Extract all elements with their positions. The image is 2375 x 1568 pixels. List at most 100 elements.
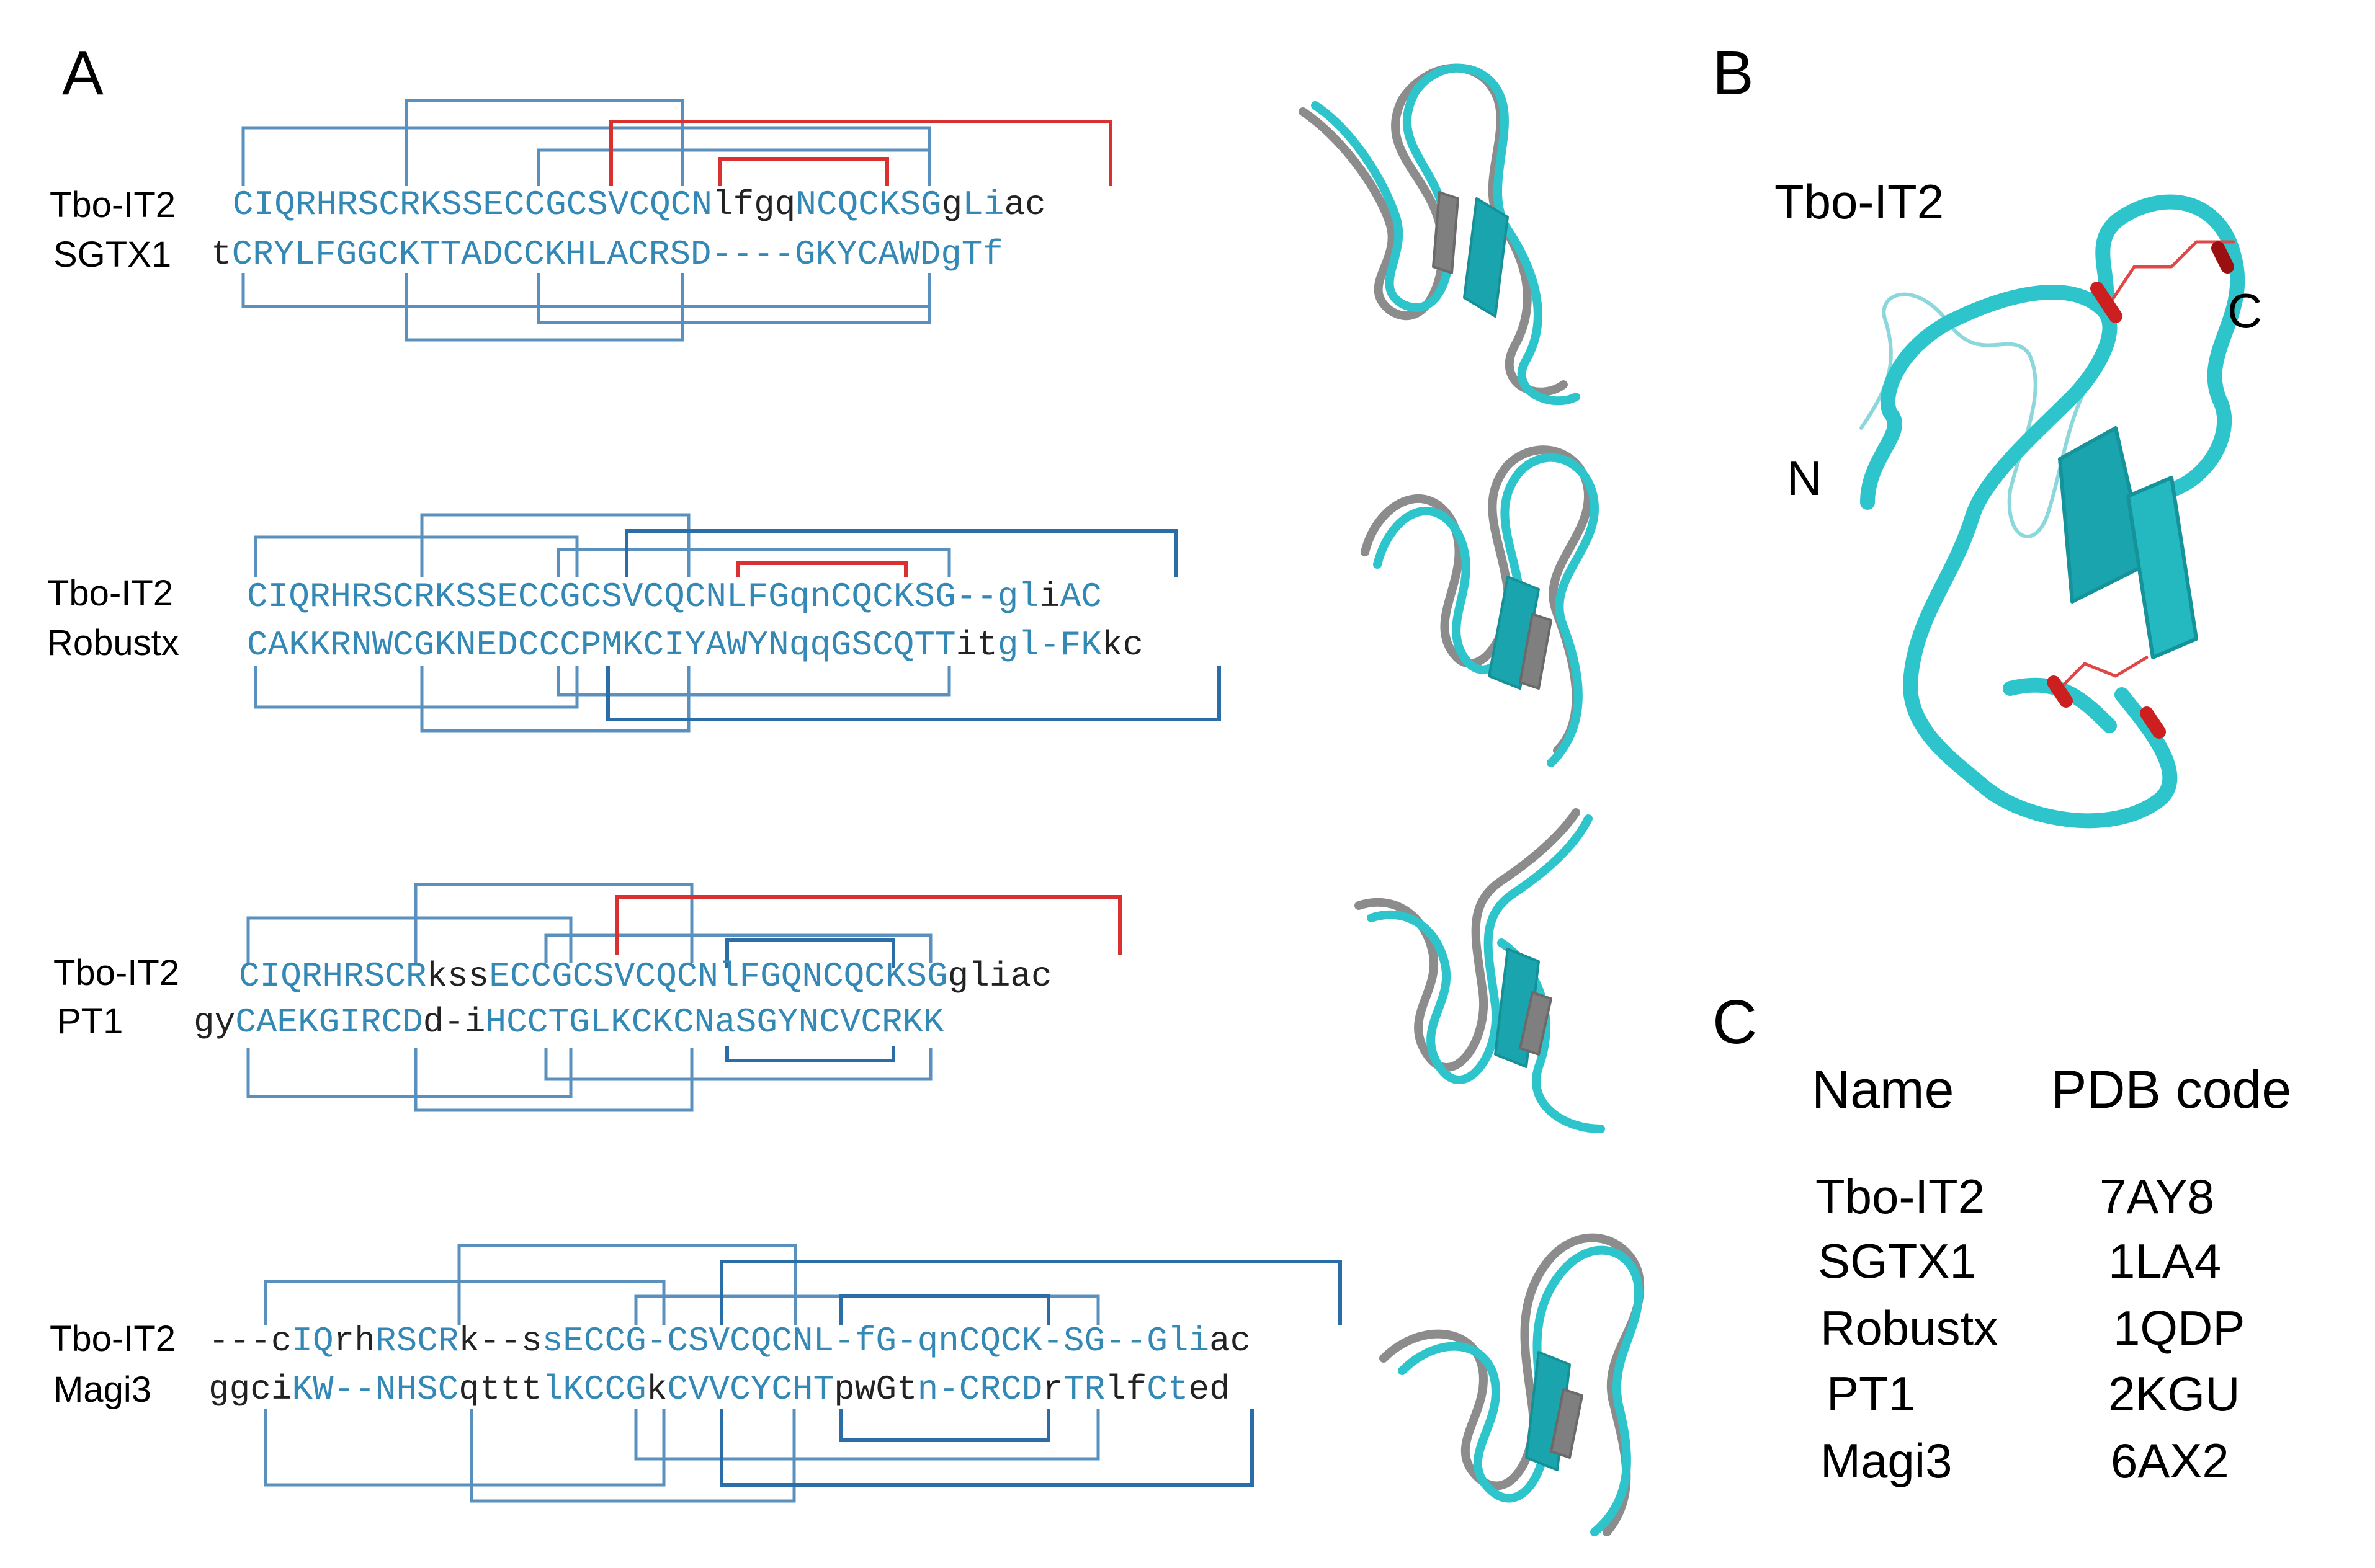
structure-overlay-2 <box>1361 445 1599 767</box>
table-header-name: Name <box>1812 1060 1954 1120</box>
alignment-2-sequence-bottom: CAKKRNWCGKNEDCCCPMKCIYAWYNqqGSCQTTitgl-F… <box>247 628 1143 662</box>
bracket-line <box>544 933 933 963</box>
sequence-segment: gy <box>194 1002 236 1042</box>
sequence-segment: lKCCG <box>542 1370 646 1409</box>
sequence-segment: pwGt <box>834 1370 918 1409</box>
sequence-segment: NCQCKSG <box>795 185 942 225</box>
bracket-line <box>414 883 694 963</box>
table-row-4-name: PT1 <box>1827 1366 1916 1421</box>
alignment-2-name-bottom: Robustx <box>47 623 179 663</box>
alignment-1-name-bottom: SGTX1 <box>53 234 172 275</box>
sequence-segment: Ct <box>1147 1370 1189 1409</box>
panel-a-label: A <box>62 38 104 108</box>
sequence-segment: k <box>646 1370 668 1409</box>
sequence-segment: t <box>211 234 232 274</box>
sequence-segment: lf <box>1105 1370 1147 1409</box>
sequence-segment: CIQRHRSCRKSSECCGCSVCQCNLFGqnCQCKSG--gl <box>247 577 1040 617</box>
n-terminus-label: N <box>1787 451 1822 506</box>
sequence-segment: ---c <box>208 1321 292 1361</box>
sequence-segment: RSCR <box>375 1321 459 1361</box>
bracket-line <box>537 148 931 186</box>
tbo-it2-structure <box>1859 194 2245 829</box>
sequence-segment: r <box>1042 1370 1063 1409</box>
bracket-line <box>241 273 931 308</box>
panel-b-title: Tbo-IT2 <box>1774 174 1944 229</box>
bracket-line <box>537 273 931 324</box>
sequence-segment: TR <box>1063 1370 1106 1409</box>
table-header-pdb-code: PDB code <box>2051 1060 2292 1120</box>
bracket-line <box>457 1244 797 1325</box>
sequence-segment: HCCTGLKCKCNaSGYNCVCRKK <box>485 1002 944 1042</box>
table-row-3-name: Robustx <box>1820 1301 1998 1355</box>
highlight-bracket-line <box>736 561 908 577</box>
table-row-4-code: 2KGU <box>2108 1366 2240 1421</box>
structure-overlay-4 <box>1379 1233 1645 1536</box>
bracket-line <box>634 1409 1100 1461</box>
alignment-2-sequence-top: CIQRHRSCRKSSECCGCSVCQCNLFGqnCQCKSG--gliA… <box>247 579 1102 614</box>
sequence-segment: g <box>941 185 963 225</box>
bracket-line <box>544 1048 933 1081</box>
alignment-1-name-top: Tbo-IT2 <box>50 185 176 225</box>
sequence-segment: it <box>955 625 998 665</box>
sequence-segment: kss <box>426 956 490 996</box>
panel-c-label: C <box>1712 987 1758 1057</box>
alignment-2-name-top: Tbo-IT2 <box>47 573 174 613</box>
alignment-4-sequence-top: ---cIQrhRSCRk--ssECCG-CSVCQCNL-fG-qnCQCK… <box>208 1324 1251 1358</box>
bracket-line <box>839 1294 1050 1325</box>
alignment-3-sequence-bottom: gyCAEKGIRCDd-iHCCTGLKCKCNaSGYNCVCRKK <box>194 1005 944 1040</box>
sequence-segment: CAKKRNWCGKNEDCCCPMKCIYAWYNqqGSCQTT <box>247 625 956 665</box>
alignment-3-sequence-top: CIQRHRSCRkssECCGCSVCQCNlFGQNCQCKSGgliac <box>239 959 1052 994</box>
bracket-line <box>557 666 951 697</box>
sequence-segment: IQ <box>292 1321 334 1361</box>
alignment-1-sequence-top: CIQRHRSCRKSSECCGCSVCQCNlfgqNCQCKSGgLiac <box>233 187 1046 222</box>
panel-b-label: B <box>1712 38 1754 108</box>
table-row-5-name: Magi3 <box>1820 1433 1952 1488</box>
bracket-line <box>606 666 1221 721</box>
alignment-4-name-top: Tbo-IT2 <box>50 1319 176 1359</box>
bracket-line <box>725 1046 895 1062</box>
bracket-line <box>254 535 579 577</box>
sequence-segment: CVVCYCHT <box>667 1370 834 1409</box>
table-row-2-code: 1LA4 <box>2108 1234 2222 1288</box>
sequence-segment: AC <box>1060 577 1102 617</box>
structure-overlay-3 <box>1354 808 1605 1133</box>
table-row-5-code: 6AX2 <box>2111 1433 2229 1488</box>
sequence-segment: KW--NHSC <box>292 1370 459 1409</box>
structure-overlay-1 <box>1299 63 1580 406</box>
sequence-segment: qttt <box>458 1370 542 1409</box>
sequence-segment: lfgq <box>712 185 796 225</box>
bracket-line <box>246 1048 573 1098</box>
sequence-segment: ac <box>1209 1321 1251 1361</box>
sequence-segment: rh <box>333 1321 375 1361</box>
alignment-3-name-bottom: PT1 <box>57 1001 123 1041</box>
sequence-segment: ECCGCSVCQCNlFGQNCQCKSG <box>489 956 948 996</box>
bracket-line <box>470 1409 796 1503</box>
sequence-segment: n-CRCD <box>917 1370 1043 1409</box>
sequence-segment: k--s <box>458 1321 542 1361</box>
sequence-segment: sECCG-CSVCQCNL-fG-qnCQCK-SG--Gli <box>542 1321 1210 1361</box>
sequence-segment: gl-FK <box>997 625 1102 665</box>
bracket-line <box>254 666 579 709</box>
bracket-line <box>720 1260 1342 1325</box>
table-row-3-code: 1QDP <box>2113 1301 2245 1355</box>
bracket-line <box>720 1409 1254 1487</box>
highlight-bracket-line <box>718 157 889 186</box>
sequence-segment: CRYLFGGCKTTADCCKHLACRSD----GKYCAWDgTf <box>231 234 1004 274</box>
highlight-bracket-line <box>615 895 1122 955</box>
table-row-1-code: 7AY8 <box>2100 1169 2215 1224</box>
bracket-line <box>405 99 684 186</box>
sequence-segment: ac <box>1004 185 1046 225</box>
c-terminus-label: C <box>2227 283 2263 338</box>
alignment-4-sequence-bottom: ggciKW--NHSCqtttlKCCGkCVVCYCHTpwGtn-CRCD… <box>208 1372 1230 1407</box>
sequence-segment: gliac <box>947 956 1052 996</box>
bracket-line <box>264 1280 666 1325</box>
sequence-segment: CIQRHRSCRKSSECCGCSVCQCN <box>233 185 712 225</box>
bracket-line <box>405 273 684 342</box>
bracket-line <box>557 548 951 577</box>
table-row-1-name: Tbo-IT2 <box>1815 1169 1985 1224</box>
highlight-bracket-line <box>609 120 1112 186</box>
sequence-segment: Li <box>962 185 1004 225</box>
bracket-line <box>839 1409 1050 1442</box>
sequence-segment: ggci <box>208 1370 292 1409</box>
